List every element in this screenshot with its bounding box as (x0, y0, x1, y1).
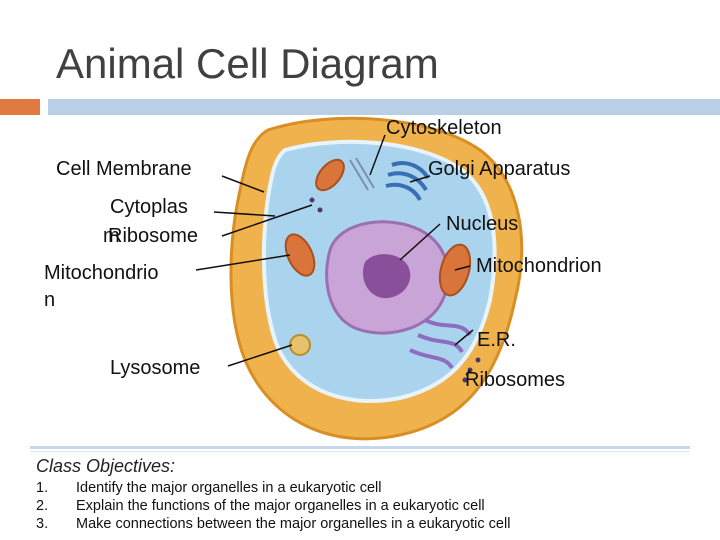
label-cell-membrane: Cell Membrane (56, 158, 192, 180)
nucleolus-shape (362, 254, 411, 299)
label-cytoskeleton: Cytoskeleton (386, 117, 502, 139)
objective-number: 1. (36, 480, 49, 496)
objective-number: 3. (36, 516, 49, 532)
objective-item: 1. Identify the major organelles in a euk… (36, 479, 510, 497)
leader-er (454, 329, 474, 346)
objective-item: 3. Make connections between the major org… (36, 515, 510, 533)
leader-cell-membrane (221, 175, 265, 193)
objectives-list: 1. Identify the major organelles in a euk… (36, 479, 510, 533)
label-ribosomes: Ribosomes (465, 369, 566, 391)
accent-bar (0, 99, 40, 115)
leader-lysosome (227, 344, 293, 367)
leader-mito-left (195, 254, 291, 271)
leader-nucleus (399, 223, 441, 261)
leader-ribosome (221, 204, 313, 237)
divider-thin (30, 451, 690, 452)
objective-text: Make connections between the major organ… (76, 516, 511, 532)
er-shape (409, 318, 472, 370)
label-cytoplasm: Cytoplas (110, 196, 188, 218)
label-mitochondrion-left-line2: n (44, 289, 56, 311)
cytoskeleton-shape (349, 157, 375, 191)
objectives-heading: Class Objectives: (36, 456, 176, 476)
leader-cytoplasm (213, 211, 276, 217)
title-rule (48, 99, 720, 115)
leader-mito-right (454, 265, 471, 271)
objective-item: 2. Explain the functions of the major org… (36, 497, 510, 515)
leader-ribosomes (465, 369, 471, 376)
label-ribosome: Ribosome (108, 225, 199, 247)
objective-text: Explain the functions of the major organ… (76, 498, 485, 514)
label-golgi-apparatus: Golgi Apparatus (428, 158, 571, 180)
label-mitochondrion-right: Mitochondrion (476, 255, 602, 277)
label-mitochondrion-left-line1: Mitochondrio (44, 262, 159, 284)
golgi-shape (385, 161, 430, 202)
label-lysosome: Lysosome (110, 357, 201, 379)
leader-golgi (409, 175, 431, 183)
label-er: E.R. (477, 329, 516, 351)
leader-cytoskeleton (369, 134, 386, 176)
mitochondrion-shape-3 (315, 158, 345, 192)
divider (30, 446, 690, 449)
lysosome-shape (289, 334, 311, 356)
objective-text: Identify the major organelles in a eukar… (76, 480, 382, 496)
label-cytoplasm-overflow: m (103, 225, 120, 247)
objective-number: 2. (36, 498, 49, 514)
mitochondrion-shape-2 (284, 233, 316, 277)
label-nucleus: Nucleus (446, 213, 519, 235)
page-title: Animal Cell Diagram (56, 40, 439, 87)
